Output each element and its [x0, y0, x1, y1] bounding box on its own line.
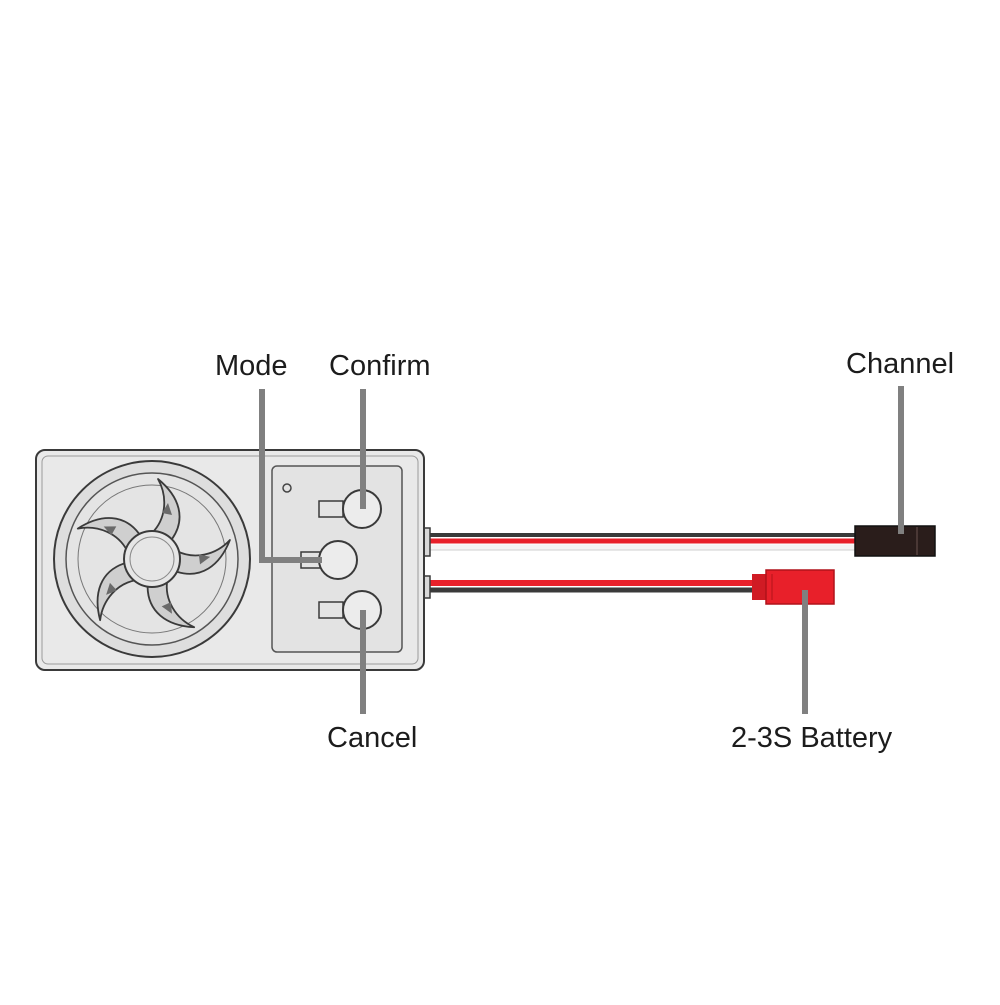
mode-button[interactable]	[300, 540, 358, 580]
mode-label: Mode	[215, 350, 288, 382]
channel-plug-icon	[854, 525, 936, 557]
fan-blade	[76, 517, 141, 552]
battery-label: 2-3S Battery	[731, 722, 893, 754]
speaker-fan-icon	[53, 460, 251, 658]
mode-leader-line	[259, 389, 322, 563]
indicator-led-icon	[282, 483, 292, 493]
fan-blade	[146, 579, 196, 629]
fan-blade-slot	[103, 526, 117, 536]
channel-cable	[425, 533, 860, 551]
cancel-label: Cancel	[327, 722, 418, 754]
fan-blade-slot	[161, 602, 172, 614]
confirm-label: Confirm	[329, 350, 431, 382]
channel-label: Channel	[846, 348, 955, 380]
fan-blade	[96, 562, 138, 622]
battery-cable	[425, 580, 760, 593]
battery-plug-icon	[752, 569, 835, 605]
fan-blade-slot	[106, 582, 117, 595]
fan-blade-slot	[198, 554, 211, 565]
fan-blade-slot	[162, 503, 172, 515]
